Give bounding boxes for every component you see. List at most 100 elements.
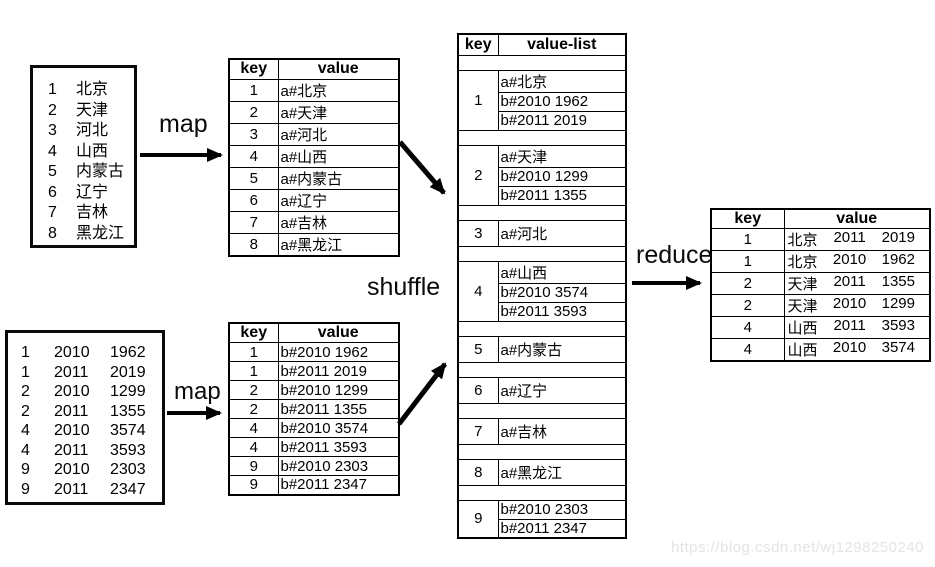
key-cell: 4 [457,260,499,322]
value-cell: a#河北 [497,219,627,247]
year: 2011 [833,229,866,247]
separator-row [457,245,627,262]
item-value: 1962 [110,344,146,361]
value-cell: b#2011 3593 [497,301,627,322]
item-value: 2019 [110,363,146,381]
value-cell: b#2010 2303 [497,499,627,520]
key-cell: 2 [228,380,279,400]
list-item: 6 辽宁 [48,183,134,204]
province: 天津 [787,298,818,315]
item-number: 5 [48,163,57,180]
item-number: 6 [48,183,57,201]
separator-cell [457,320,627,337]
value-cell: a#辽宁 [497,376,627,404]
item-number: 8 [48,224,57,242]
key-cell: 1 [710,250,785,273]
item-number: 2 [21,383,30,400]
key-cell: 2 [228,399,279,419]
value-cell: b#2010 2303 [277,456,400,476]
value-cell: a#山西 [277,144,400,168]
header-value-list: value-list [497,33,627,56]
amount: 3574 [881,339,915,356]
value-cell: b#2010 1299 [277,380,400,400]
key-cell: 3 [228,122,279,146]
separator-row [457,402,627,419]
value-cell: a#辽宁 [277,188,400,212]
item-value: 1355 [110,402,146,420]
item-number: 4 [21,422,30,439]
reduce-label: reduce [636,241,713,269]
key-cell: 1 [228,78,279,102]
item-year: 2011 [54,480,89,498]
item-number: 1 [21,344,30,361]
item-name: 天津 [76,101,109,119]
item-year: 2010 [54,344,90,361]
item-value: 2303 [110,461,146,478]
separator-row [457,54,627,71]
key-cell: 9 [457,499,499,539]
province: 北京 [787,232,818,249]
amount: 1355 [881,273,915,291]
item-year: 2011 [54,402,89,420]
key-cell: 8 [457,458,499,486]
item-name: 辽宁 [76,183,109,201]
key-cell: 9 [228,475,279,495]
key-cell: 1 [457,69,499,131]
amount: 1962 [881,251,915,269]
value-cell: a#北京 [497,69,627,93]
item-number: 1 [21,363,30,381]
key-cell: 3 [457,219,499,247]
key-cell: 2 [710,294,785,317]
value-cell: b#2010 1299 [497,166,627,187]
key-cell: 7 [228,210,279,234]
value-cell: a#内蒙古 [497,335,627,363]
item-value: 3574 [110,422,146,439]
value-cell: b#2010 1962 [497,91,627,112]
province: 北京 [787,254,818,271]
separator-row [457,443,627,460]
separator-row [457,484,627,501]
item-value: 2347 [110,480,146,498]
item-number: 2 [48,101,57,119]
value-cell: a#天津 [497,144,627,168]
separator-row [457,361,627,378]
value-cell: b#2010 1962 [277,342,400,362]
key-cell: 7 [457,417,499,445]
key-cell: 4 [228,418,279,438]
value-cell: a#山西 [497,260,627,284]
header-key: key [228,322,279,343]
item-year: 2010 [54,422,90,439]
item-name: 内蒙古 [76,163,125,180]
watermark-text: https://blog.csdn.net/wj1298250240 [671,539,925,556]
key-cell: 1 [710,228,785,251]
key-cell: 2 [457,144,499,206]
province: 山西 [787,342,818,359]
value-cell: a#黑龙江 [497,458,627,486]
group-row: b#2011 3593 [458,301,627,322]
key-cell: 4 [710,316,785,339]
